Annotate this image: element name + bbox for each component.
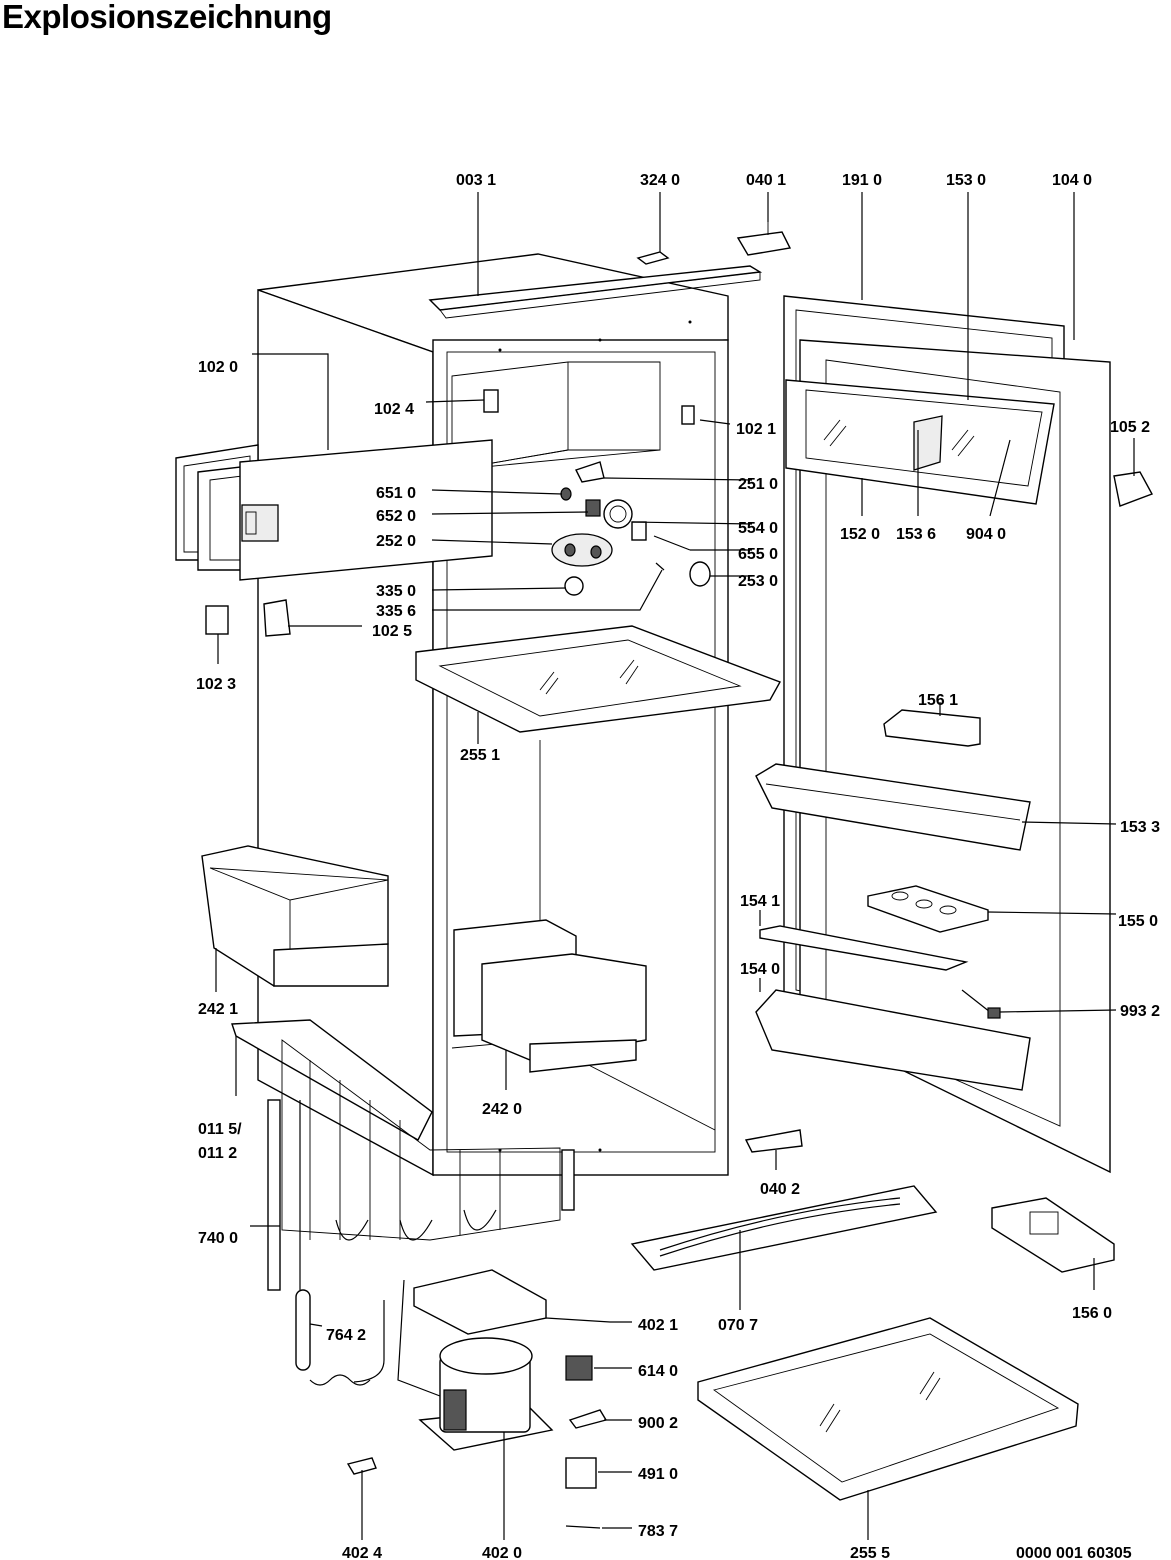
drawing-number: 0000 001 60305 [1016,1545,1132,1560]
label-783-7: 783 7 [638,1523,678,1540]
label-102-4: 102 4 [374,401,414,418]
label-251-0: 251 0 [738,476,778,493]
refrigerator-door [783,295,1154,1174]
label-011-5: 011 5/ [198,1121,242,1138]
label-102-1: 102 1 [736,421,776,438]
bin-242-0-shape [453,919,647,1073]
label-156-0: 156 0 [1072,1305,1112,1322]
label-652-0: 652 0 [376,508,416,525]
label-740-0: 740 0 [198,1230,238,1247]
freezer-door-assembly [175,439,493,581]
label-102-5: 102 5 [372,623,412,640]
label-614-0: 614 0 [638,1363,678,1380]
label-764-2: 764 2 [326,1327,366,1344]
label-011-2: 011 2 [198,1145,237,1162]
part-102-1-shape [681,405,695,425]
label-191-0: 191 0 [842,172,882,189]
label-102-3: 102 3 [196,676,236,693]
label-993-2: 993 2 [1120,1003,1160,1020]
label-255-5: 255 5 [850,1545,890,1560]
label-324-0: 324 0 [640,172,680,189]
part-040-2-shape [744,1129,803,1153]
door-compartment-153-0-shape [785,379,1055,505]
label-040-2: 040 2 [760,1181,800,1198]
label-402-1: 402 1 [638,1317,678,1334]
part-402-4-shape [346,1457,377,1475]
bar-070-7-shape [630,1185,938,1271]
part-040-1-shape [736,222,792,256]
label-554-0: 554 0 [738,520,778,537]
part-783-7-shape [565,1525,601,1529]
thermostat-cluster [551,487,711,596]
door-rack-154-0-shape [755,989,1031,1091]
glass-shelf-upper [415,625,782,733]
label-153-0: 153 0 [946,172,986,189]
label-155-0: 155 0 [1118,913,1158,930]
part-900-2-shape [568,1409,608,1429]
label-491-0: 491 0 [638,1466,678,1483]
glass-shelf-lower [697,1317,1079,1501]
label-154-0: 154 0 [740,961,780,978]
part-102-4-shape [483,389,499,413]
label-105-2: 105 2 [1110,419,1150,436]
part-993-2-shape [961,989,1001,1019]
label-900-2: 900 2 [638,1415,678,1432]
label-153-3: 153 3 [1120,819,1160,836]
label-402-0: 402 0 [482,1545,522,1560]
condenser-grid [267,1039,575,1291]
part-102-5-shape [263,599,291,637]
label-651-0: 651 0 [376,485,416,502]
leader-lines [215,192,1135,1540]
label-335-6: 335 6 [376,603,416,620]
label-655-0: 655 0 [738,546,778,563]
part-labels: 003 1 324 0 040 1 191 0 153 0 104 0 102 … [196,172,1160,1560]
label-152-0: 152 0 [840,526,880,543]
door-rack-153-3-shape [755,763,1031,851]
part-324-0-shape [636,251,670,265]
part-614-0-shape [565,1355,593,1381]
part-102-3-shape [205,605,229,635]
label-242-1: 242 1 [198,1001,238,1018]
label-255-1: 255 1 [460,747,500,764]
ice-tray-156-0-shape [991,1197,1115,1273]
label-070-7: 070 7 [718,1317,758,1334]
label-242-0: 242 0 [482,1101,522,1118]
label-102-0: 102 0 [198,359,238,376]
egg-tray-155-0-shape [867,885,989,933]
bin-242-1-shape [201,845,389,987]
part-402-1-shape [413,1269,547,1335]
label-904-0: 904 0 [966,526,1006,543]
label-402-4: 402 4 [342,1545,382,1560]
page-title: Explosionszeichnung [2,0,332,35]
label-154-1: 154 1 [740,893,780,910]
label-153-6: 153 6 [896,526,936,543]
part-156-1-shape [883,709,981,747]
label-156-1: 156 1 [918,692,958,709]
label-252-0: 252 0 [376,533,416,550]
label-003-1: 003 1 [456,172,496,189]
label-253-0: 253 0 [738,573,778,590]
capillary-764-2-shape [295,1289,385,1386]
label-040-1: 040 1 [746,172,786,189]
label-104-0: 104 0 [1052,172,1092,189]
part-491-0-shape [565,1457,597,1489]
label-335-0: 335 0 [376,583,416,600]
compressor-402-0-shape [397,1279,554,1451]
part-154-1-shape [759,925,969,971]
